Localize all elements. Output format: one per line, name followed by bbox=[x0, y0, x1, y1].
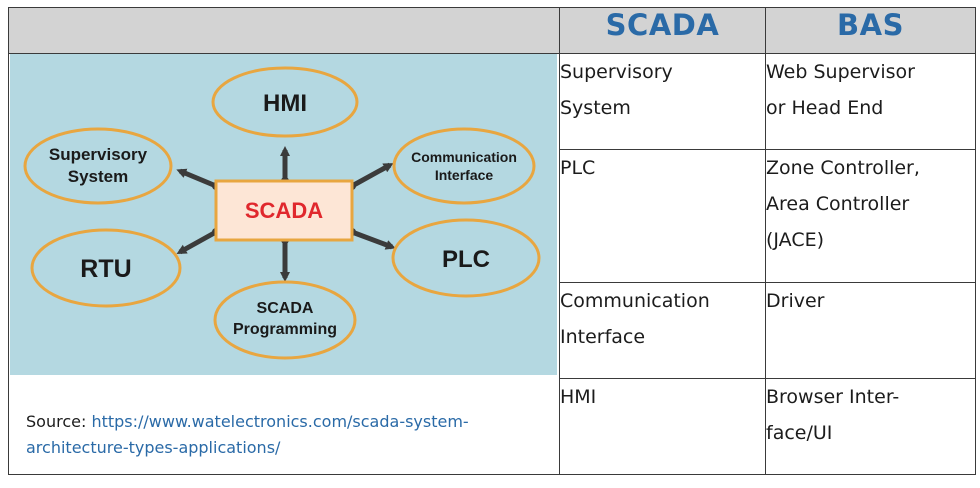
node-communication-label-1: Communication bbox=[411, 149, 517, 165]
source-citation: Source: https://www.watelectronics.com/s… bbox=[26, 409, 546, 461]
node-plc-label: PLC bbox=[442, 246, 490, 273]
cell-line: Zone Controller, bbox=[766, 157, 920, 179]
cell-line: Supervisory bbox=[560, 61, 673, 83]
header-row: SCADA BAS bbox=[8, 7, 976, 54]
cell-line: (JACE) bbox=[766, 229, 825, 251]
center-scada-box bbox=[214, 179, 354, 242]
cell-line: System bbox=[560, 97, 631, 119]
source-label: Source: bbox=[26, 412, 92, 431]
table-row: HMI Supervisory System Communication Int… bbox=[8, 53, 976, 475]
header-bas: BAS bbox=[765, 7, 976, 54]
node-rtu-label: RTU bbox=[80, 255, 131, 283]
node-supervisory-ellipse bbox=[23, 127, 173, 205]
bas-cell-web-supervisor: Web Supervisor or Head End bbox=[765, 53, 976, 150]
node-communication-label-2: Interface bbox=[435, 167, 494, 183]
source-link[interactable]: https://www.watelectronics.com/scada-sys… bbox=[26, 412, 469, 457]
table-row: Communication Interface Driver bbox=[9, 282, 976, 379]
node-hmi-label: HMI bbox=[263, 90, 307, 117]
node-programming-label-1: SCADA bbox=[257, 300, 314, 317]
diagram-cell: HMI Supervisory System Communication Int… bbox=[8, 53, 560, 475]
cell-line: HMI bbox=[560, 386, 597, 408]
cell-line: Communication bbox=[560, 290, 710, 312]
scada-cell-supervisory: Supervisory System bbox=[559, 53, 766, 150]
scada-cell-hmi: HMI bbox=[559, 378, 766, 475]
arrow-to-plc bbox=[351, 229, 396, 250]
arrow-to-communication bbox=[350, 162, 394, 189]
scada-architecture-diagram: HMI Supervisory System Communication Int… bbox=[10, 54, 557, 375]
node-supervisory-label-1: Supervisory bbox=[49, 145, 148, 164]
cell-line: Browser Inter- bbox=[766, 386, 900, 408]
center-scada-label: SCADA bbox=[245, 198, 323, 223]
table-row: HMI Browser Inter- face/UI bbox=[9, 378, 976, 475]
arrow-to-supervisory bbox=[176, 168, 217, 189]
cell-line: or Head End bbox=[766, 97, 884, 119]
node-programming-ellipse bbox=[213, 280, 357, 360]
node-hmi-ellipse bbox=[211, 66, 359, 138]
node-plc-ellipse bbox=[391, 218, 541, 298]
cell-line: Driver bbox=[766, 290, 825, 312]
connector-arrows bbox=[176, 146, 396, 282]
header-scada: SCADA bbox=[559, 7, 766, 54]
arrow-to-rtu bbox=[176, 229, 218, 255]
cell-line: face/UI bbox=[766, 422, 833, 444]
node-supervisory-label-2: System bbox=[68, 167, 128, 186]
scada-cell-plc: PLC bbox=[559, 149, 766, 283]
scada-cell-communication: Communication Interface bbox=[559, 282, 766, 379]
comparison-table: SCADA BAS bbox=[8, 7, 976, 475]
node-rtu-ellipse bbox=[30, 228, 182, 308]
cell-line: Interface bbox=[560, 326, 646, 348]
bas-cell-driver: Driver bbox=[765, 282, 976, 379]
cell-line: Area Controller bbox=[766, 193, 910, 215]
bas-cell-browser-interface: Browser Inter- face/UI bbox=[765, 378, 976, 475]
node-communication-ellipse bbox=[392, 127, 536, 205]
node-programming-label-2: Programming bbox=[233, 321, 337, 338]
table-row: PLC Zone Controller, Area Controller (JA… bbox=[9, 149, 976, 283]
diagram-svg: HMI Supervisory System Communication Int… bbox=[23, 66, 541, 360]
cell-line: Web Supervisor bbox=[766, 61, 915, 83]
header-cell-blank bbox=[8, 7, 560, 54]
cell-line: PLC bbox=[560, 157, 596, 179]
bas-cell-zone-controller: Zone Controller, Area Controller (JACE) bbox=[765, 149, 976, 283]
